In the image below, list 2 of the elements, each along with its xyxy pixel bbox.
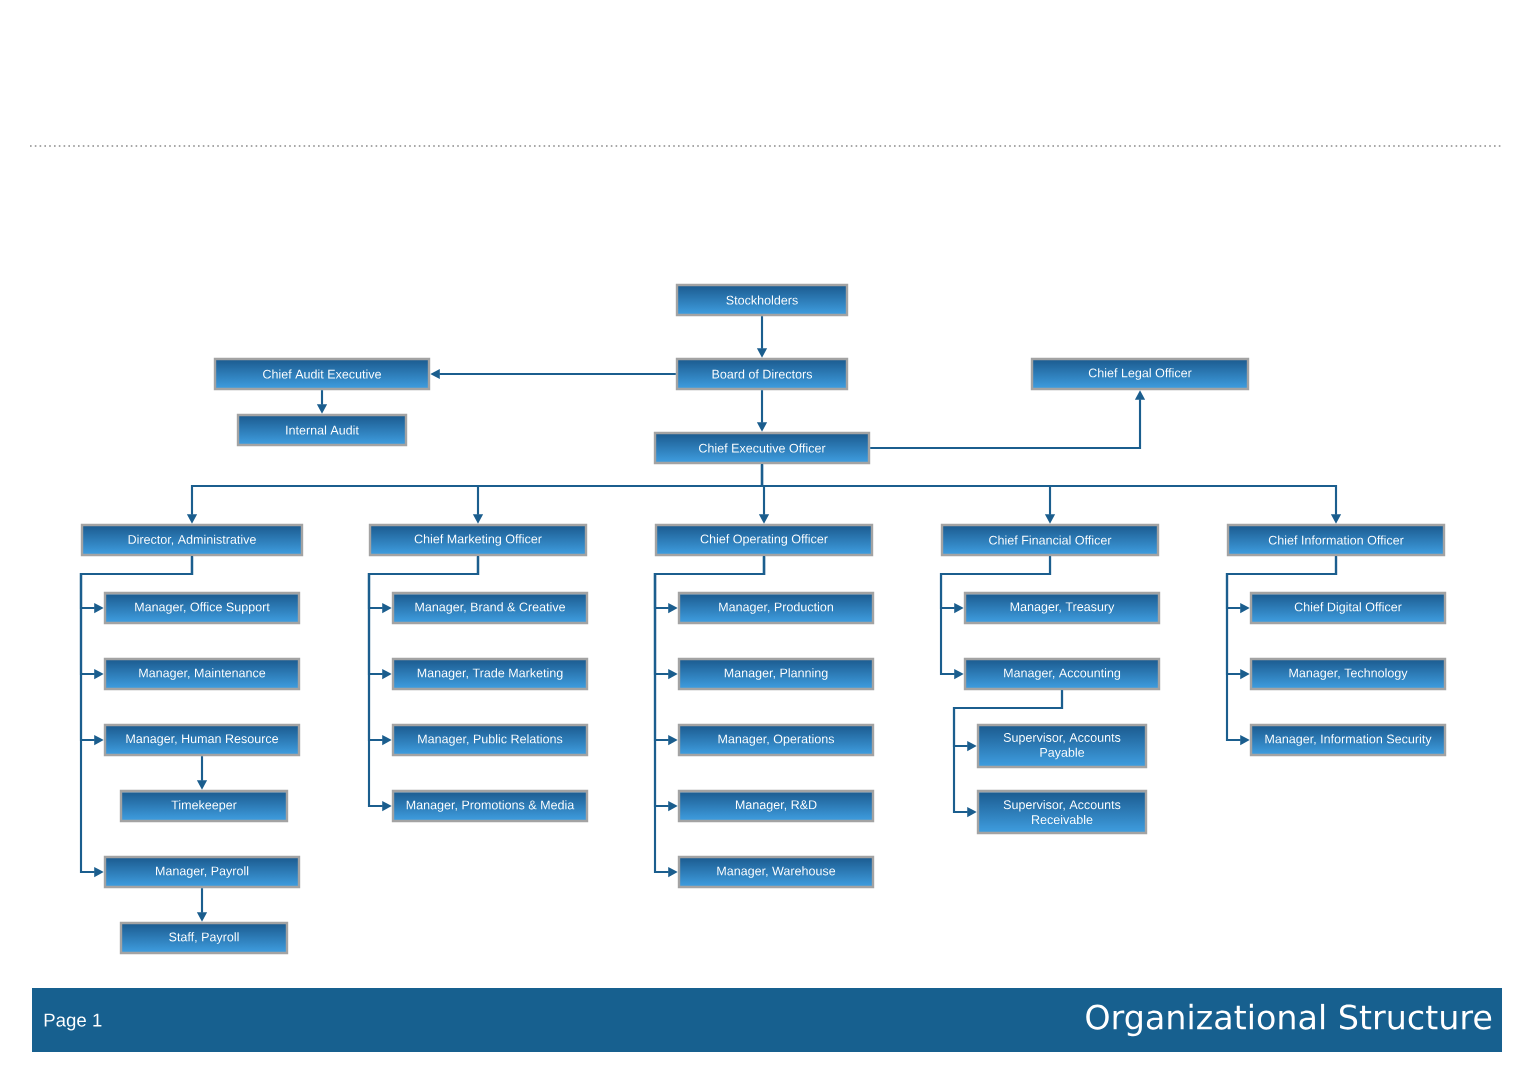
footer-title: Organizational Structure <box>1086 1003 1492 1037</box>
page-number: Page 1 <box>44 1013 102 1031</box>
